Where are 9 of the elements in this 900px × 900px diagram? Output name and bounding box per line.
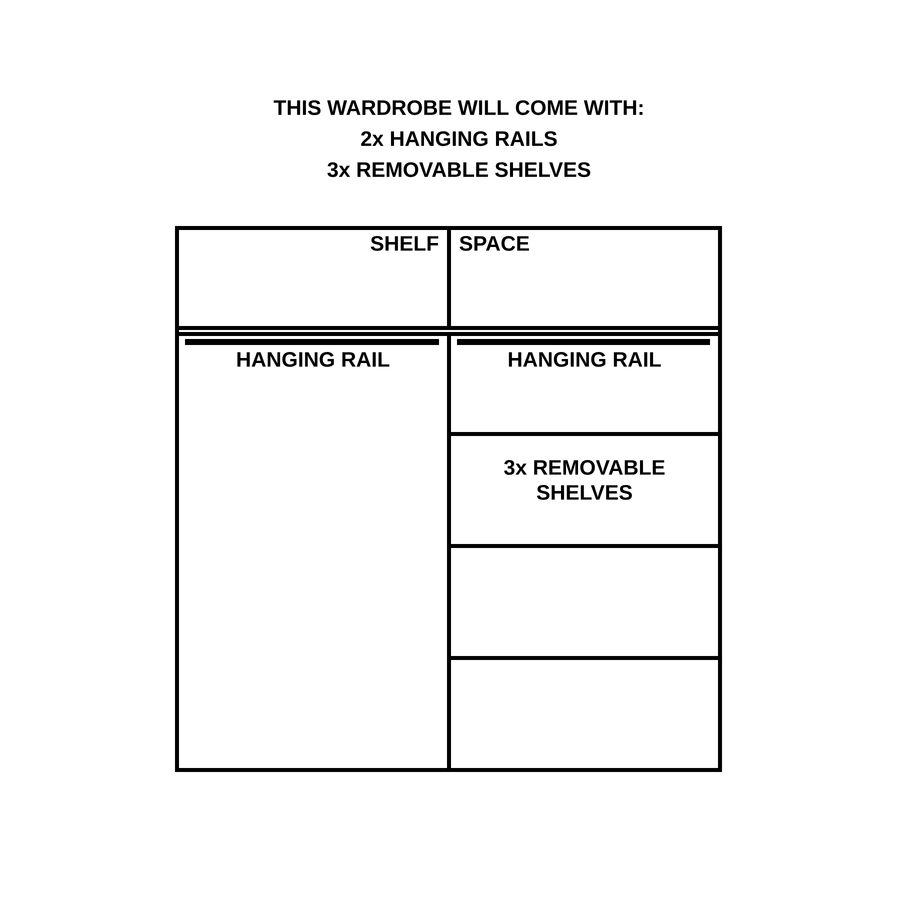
- compartment: SPACE: [447, 226, 722, 330]
- compartment: SHELF: [175, 226, 451, 330]
- subtitle: 3x REMOVABLE SHELVES: [327, 162, 590, 178]
- subtitle: 2x HANGING RAILS: [361, 131, 557, 146]
- compartment: [447, 656, 722, 772]
- compartment: HANGING RAIL: [175, 332, 451, 772]
- compartment: 3x REMOVABLE SHELVES: [447, 432, 722, 548]
- title: THIS WARDROBE WILL COME WITH:: [274, 100, 642, 116]
- compartment: HANGING RAIL: [447, 332, 722, 436]
